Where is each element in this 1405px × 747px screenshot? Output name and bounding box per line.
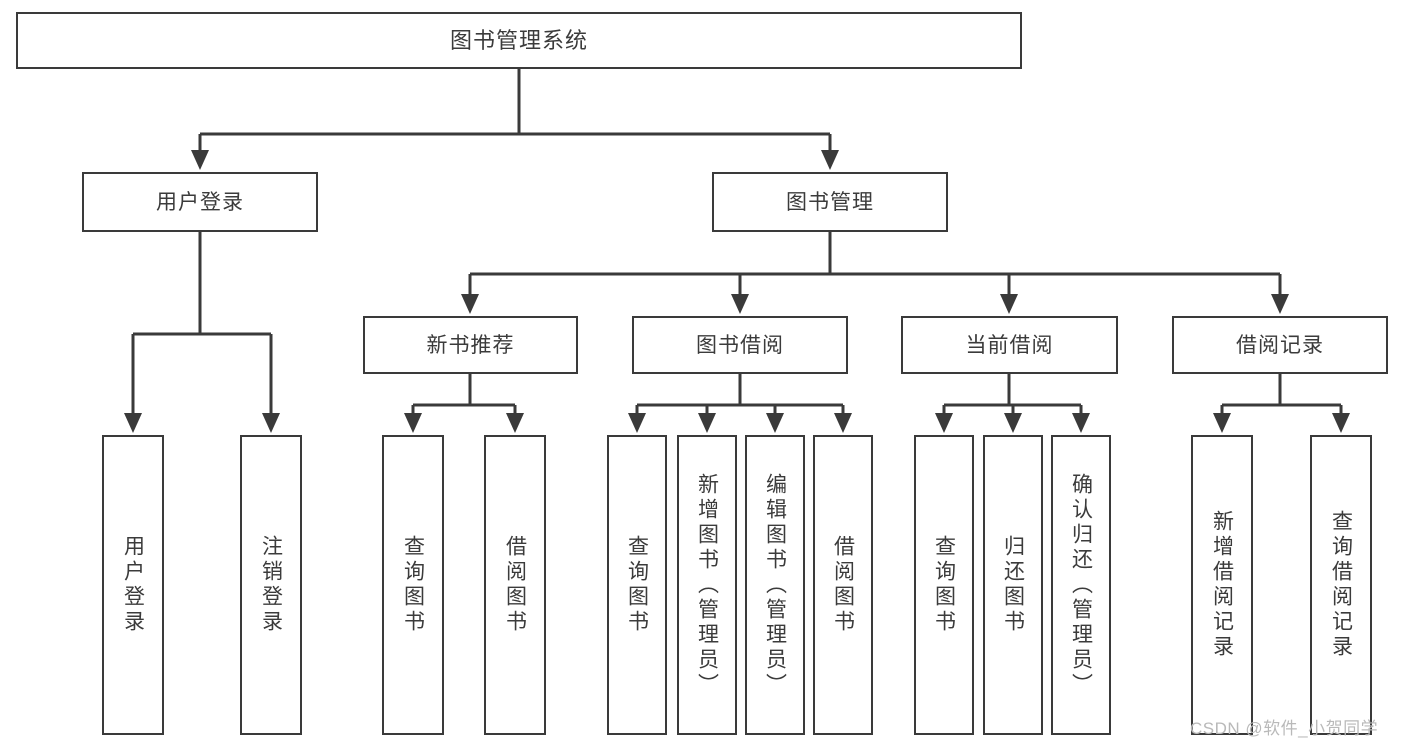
node-label: 新增图书（管理员） — [695, 472, 719, 698]
node-level3-0[interactable]: 新书推荐 — [363, 316, 578, 374]
node-label: 查询图书 — [932, 535, 956, 635]
arrow-head-icon — [124, 413, 142, 433]
arrow-head-icon — [834, 413, 852, 433]
arrow-head-icon — [1332, 413, 1350, 433]
arrow-head-icon — [1072, 413, 1090, 433]
node-label: 借阅记录 — [1236, 333, 1324, 357]
arrow-head-icon — [1271, 294, 1289, 314]
node-label: 查询借阅记录 — [1329, 510, 1353, 660]
node-level2-1[interactable]: 图书管理 — [712, 172, 948, 232]
node-leaf-10[interactable]: 确认归还（管理员） — [1051, 435, 1111, 735]
node-label: 用户登录 — [156, 190, 244, 214]
arrow-head-icon — [698, 413, 716, 433]
arrow-head-icon — [766, 413, 784, 433]
node-leaf-9[interactable]: 归还图书 — [983, 435, 1043, 735]
node-label: 当前借阅 — [965, 333, 1054, 357]
arrow-head-icon — [1000, 294, 1018, 314]
node-leaf-5[interactable]: 新增图书（管理员） — [677, 435, 737, 735]
node-leaf-6[interactable]: 编辑图书（管理员） — [745, 435, 805, 735]
node-leaf-2[interactable]: 查询图书 — [382, 435, 444, 735]
node-label: 借阅图书 — [831, 535, 855, 635]
node-label: 查询图书 — [401, 535, 425, 635]
node-label: 图书借阅 — [696, 333, 784, 357]
node-label: 新增借阅记录 — [1210, 510, 1234, 660]
arrow-head-icon — [935, 413, 953, 433]
node-level2-0[interactable]: 用户登录 — [82, 172, 318, 232]
node-leaf-11[interactable]: 新增借阅记录 — [1191, 435, 1253, 735]
node-level3-1[interactable]: 图书借阅 — [632, 316, 848, 374]
node-label: 新书推荐 — [426, 333, 515, 357]
node-label: 注销登录 — [259, 535, 283, 635]
arrow-head-icon — [191, 150, 209, 170]
arrow-head-icon — [461, 294, 479, 314]
node-leaf-7[interactable]: 借阅图书 — [813, 435, 873, 735]
arrow-head-icon — [262, 413, 280, 433]
node-leaf-12[interactable]: 查询借阅记录 — [1310, 435, 1372, 735]
arrow-head-icon — [404, 413, 422, 433]
node-label: 图书管理 — [786, 190, 874, 214]
node-leaf-4[interactable]: 查询图书 — [607, 435, 667, 735]
node-leaf-1[interactable]: 注销登录 — [240, 435, 302, 735]
node-level3-2[interactable]: 当前借阅 — [901, 316, 1118, 374]
node-label: 用户登录 — [121, 535, 145, 635]
node-leaf-0[interactable]: 用户登录 — [102, 435, 164, 735]
arrow-head-icon — [731, 294, 749, 314]
node-label: 查询图书 — [625, 535, 649, 635]
node-label: 编辑图书（管理员） — [763, 472, 787, 698]
arrow-head-icon — [821, 150, 839, 170]
node-leaf-8[interactable]: 查询图书 — [914, 435, 974, 735]
node-root[interactable]: 图书管理系统 — [16, 12, 1022, 69]
node-label: 确认归还（管理员） — [1069, 472, 1093, 698]
node-label: 图书管理系统 — [449, 27, 588, 53]
node-label: 借阅图书 — [503, 535, 527, 635]
arrow-head-icon — [1213, 413, 1231, 433]
node-level3-3[interactable]: 借阅记录 — [1172, 316, 1388, 374]
arrow-head-icon — [1004, 413, 1022, 433]
node-leaf-3[interactable]: 借阅图书 — [484, 435, 546, 735]
arrow-head-icon — [628, 413, 646, 433]
arrow-head-icon — [506, 413, 524, 433]
node-label: 归还图书 — [1001, 535, 1025, 635]
